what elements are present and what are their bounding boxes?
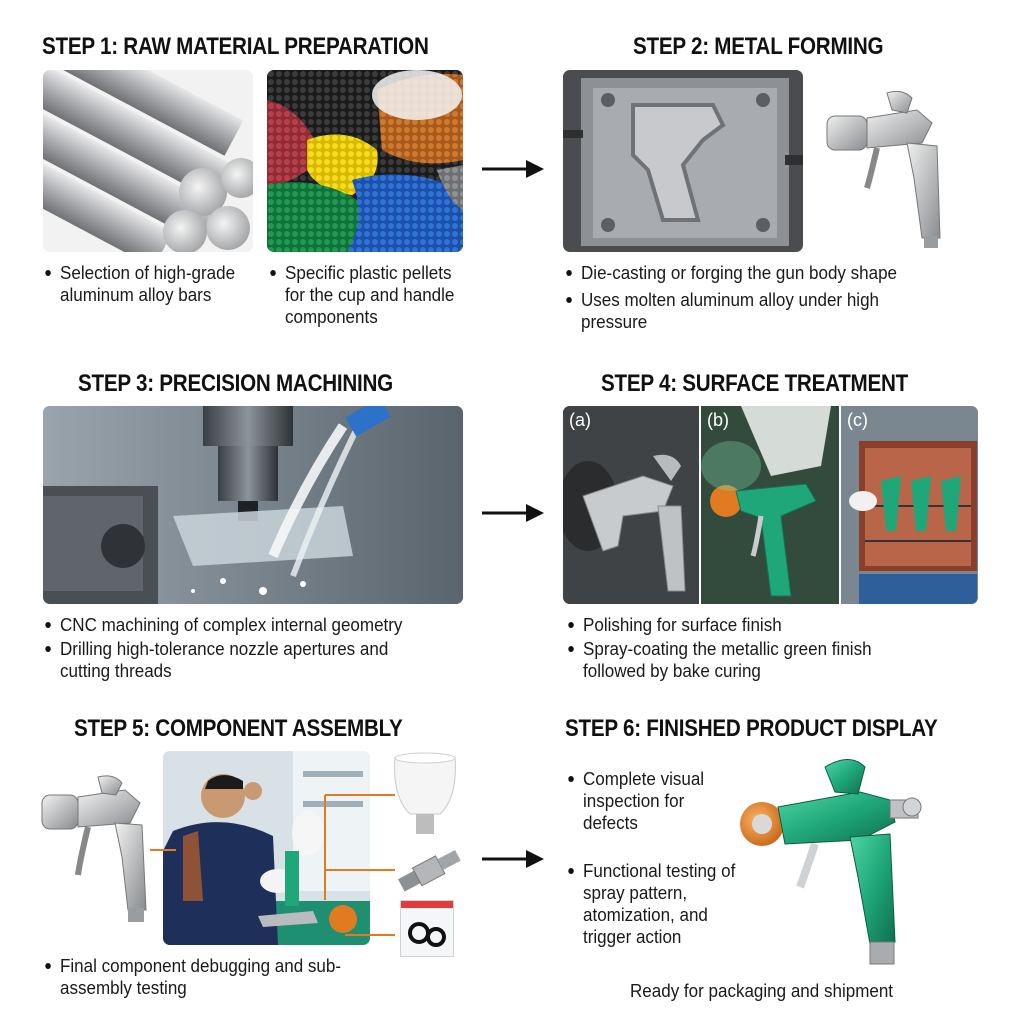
bullet-dot-icon [566,297,572,303]
step-3-bullet-1: CNC machining of complex internal geomet… [45,614,465,636]
step-1-bullet-1: Selection of high-grade aluminum alloy b… [45,262,244,306]
o-ring-bag-image [400,900,454,957]
nozzle-part-image [395,845,465,893]
polishing-panel-image: (a) [563,406,699,604]
bullet-dot-icon [45,270,51,276]
bullet-dot-icon [270,270,276,276]
bullet-dot-icon [45,963,51,969]
step-5-title: STEP 5: COMPONENT ASSEMBLY [74,715,403,742]
step-5-bullet-1: Final component debugging and sub-assemb… [45,955,364,999]
bake-curing-panel-image: (c) [841,406,978,604]
bullet-dot-icon [568,868,574,874]
step-6-title: STEP 6: FINISHED PRODUCT DISPLAY [565,715,938,742]
step-4-bullet-2: Spray-coating the metallic green finish … [568,638,923,682]
bullet-dot-icon [45,646,51,652]
bullet-dot-icon [568,646,574,652]
step-2-bullet-2: Uses molten aluminum alloy under high pr… [566,289,912,333]
bullet-dot-icon [568,622,574,628]
step-1-bullet-2: Specific plastic pellets for the cup and… [270,262,469,328]
arrow-right-icon [482,158,544,180]
assembly-worker-image [163,751,370,945]
arrow-right-icon [482,502,544,524]
plastic-pellets-image [267,70,463,252]
step-6-bullet-2: Functional testing of spray pattern, ato… [568,860,758,948]
bullet-dot-icon [566,270,572,276]
spray-cup-image [390,752,460,842]
callout-lines [150,780,400,950]
arrow-right-icon [482,848,544,870]
spray-gun-body-image [822,88,957,250]
step-4-bullet-1: Polishing for surface finish [568,614,969,636]
die-casting-mold-image [563,70,803,252]
step-4-title: STEP 4: SURFACE TREATMENT [601,370,909,397]
panel-label-b: (b) [707,410,729,430]
spray-coating-panel-image: (b) [701,406,839,604]
cnc-machining-image [43,406,463,604]
step-6-bullet-1: Complete visual inspection for defects [568,768,721,834]
panel-label-a: (a) [569,410,591,430]
step-6-caption: Ready for packaging and shipment [630,980,894,1001]
bullet-dot-icon [568,776,574,782]
step-1-title: STEP 1: RAW MATERIAL PREPARATION [42,33,429,60]
step-3-bullet-2: Drilling high-tolerance nozzle apertures… [45,638,437,682]
step-3-title: STEP 3: PRECISION MACHINING [78,370,393,397]
finished-green-spray-gun-image [740,752,940,974]
aluminum-bars-image [43,70,253,252]
step-2-title: STEP 2: METAL FORMING [633,33,884,60]
silver-spray-gun-image [40,775,160,925]
bullet-dot-icon [45,622,51,628]
step-2-bullet-1: Die-casting or forging the gun body shap… [566,262,967,284]
panel-label-c: (c) [847,410,868,430]
